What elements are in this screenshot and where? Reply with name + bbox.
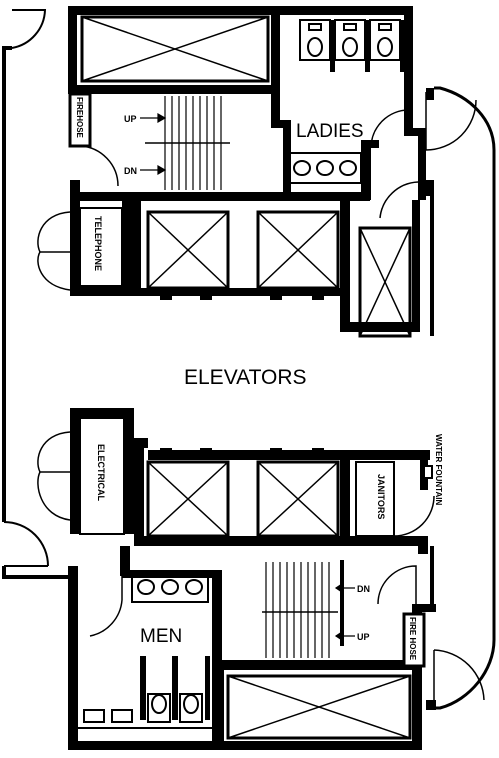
elevator-car-3 bbox=[146, 460, 230, 538]
stair-bottom-dn-label: DN bbox=[357, 584, 370, 594]
men-restroom bbox=[78, 573, 212, 729]
shaft-top-left bbox=[80, 15, 270, 83]
corridor-wall-right bbox=[426, 88, 434, 336]
electrical-label: ELECTRICAL bbox=[96, 444, 106, 501]
top-block-walls bbox=[68, 6, 426, 201]
entry-door-top bbox=[11, 9, 47, 49]
electrical-door bbox=[37, 431, 71, 521]
janitors-label: JANITORS bbox=[376, 474, 386, 519]
shaft-bottom bbox=[226, 674, 412, 740]
middle-top-walls bbox=[70, 200, 420, 332]
elevator-car-2 bbox=[256, 210, 340, 290]
men-label: MEN bbox=[140, 626, 182, 647]
firehose-bottom-label: FIRE HOSE bbox=[408, 617, 417, 661]
stairs-bottom bbox=[262, 560, 355, 658]
water-fountain bbox=[423, 465, 433, 479]
elevator-doors-top bbox=[160, 294, 324, 300]
service-elevator bbox=[358, 226, 412, 338]
right-corridor-lines bbox=[434, 86, 496, 710]
firehose-door-top bbox=[79, 145, 119, 187]
elevators-label: ELEVATORS bbox=[184, 366, 307, 389]
corridor-door-right-top bbox=[379, 92, 477, 219]
ladies-label: LADIES bbox=[296, 121, 364, 142]
telephone-label: TELEPHONE bbox=[93, 216, 103, 271]
firehose-cabinet-bottom bbox=[402, 612, 426, 668]
firehose-door-bottom bbox=[377, 565, 417, 605]
telephone-booth bbox=[79, 207, 123, 287]
stair-top-dn-label: DN bbox=[124, 166, 137, 176]
corridor-door-right-bottom bbox=[433, 649, 485, 708]
firehose-top-label: FIREHOSE bbox=[75, 97, 84, 139]
ladies-restroom bbox=[288, 19, 410, 184]
telephone-door bbox=[37, 211, 71, 291]
middle-bottom-walls bbox=[70, 408, 430, 546]
elevator-car-1 bbox=[146, 210, 230, 290]
elevator-car-4 bbox=[256, 460, 340, 538]
janitors-closet bbox=[355, 461, 435, 537]
elevator-doors-bottom bbox=[160, 448, 324, 454]
electrical-room bbox=[79, 417, 125, 535]
water-fountain-label: WATER FOUNTAIN bbox=[434, 434, 443, 505]
corridor-wall-right-bottom bbox=[422, 546, 436, 710]
entry-door-bottom bbox=[3, 521, 49, 567]
outer-walls bbox=[2, 46, 68, 579]
stair-top-up-label: UP bbox=[124, 114, 137, 124]
stairs-top bbox=[140, 96, 230, 190]
stair-bottom-up-label: UP bbox=[357, 632, 370, 642]
